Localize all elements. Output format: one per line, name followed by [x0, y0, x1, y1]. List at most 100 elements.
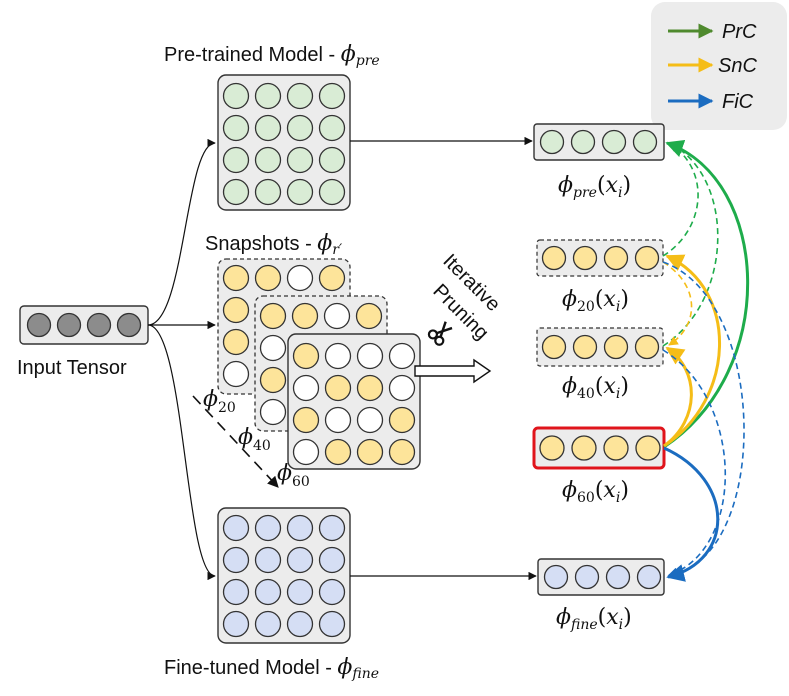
neuron: [86, 312, 112, 338]
legend-prc-label: PrC: [722, 21, 757, 43]
snapshot-stack: [217, 258, 421, 470]
neuron: [574, 564, 600, 590]
neuron: [254, 610, 282, 638]
neuron: [286, 514, 314, 542]
neuron: [318, 114, 346, 142]
output-40: ϕ40(xi): [536, 327, 664, 402]
neuron: [254, 178, 282, 206]
output-pre-neurons: [539, 129, 658, 155]
neuron: [388, 438, 416, 466]
neuron: [286, 610, 314, 638]
snapshot-20-neurons: [222, 264, 346, 388]
snapshot-label-60: ϕ60: [277, 461, 310, 490]
neuron: [324, 342, 352, 370]
neuron: [572, 334, 598, 360]
output-60: ϕ60(xi): [532, 426, 666, 506]
neuron: [259, 366, 287, 394]
output-pre-label: ϕpre(xi): [558, 173, 631, 201]
neuron: [318, 264, 346, 292]
neuron: [254, 82, 282, 110]
neuron: [324, 406, 352, 434]
neuron: [222, 578, 250, 606]
neuron: [259, 302, 287, 330]
output-20-neurons: [541, 245, 660, 271]
neuron: [539, 129, 565, 155]
neuron: [318, 82, 346, 110]
neuron: [601, 129, 627, 155]
neuron: [543, 564, 569, 590]
arrow-input-to-pretrained: [147, 138, 216, 326]
neuron: [222, 328, 250, 356]
neuron: [539, 435, 565, 461]
neuron: [254, 578, 282, 606]
output-40-label: ϕ40(xi): [562, 374, 629, 402]
neuron: [222, 360, 250, 388]
neuron: [259, 398, 287, 426]
arrow-input-to-finetuned: [147, 324, 216, 581]
neuron: [388, 374, 416, 402]
snapshot-label-20: ϕ20: [203, 387, 236, 416]
input-tensor-neurons: [26, 312, 142, 338]
neuron: [632, 129, 658, 155]
neuron: [635, 435, 661, 461]
neuron: [324, 438, 352, 466]
neuron: [634, 245, 660, 271]
neuron: [254, 514, 282, 542]
neuron: [570, 129, 596, 155]
fic-dashed-arc-20: [662, 261, 745, 579]
snc-solid-arc-40: [663, 346, 693, 448]
legend: PrC SnC FiC: [651, 2, 787, 130]
snc-solid-arc-20: [663, 254, 721, 448]
finetuned-title: Fine-tuned Model - ϕfine: [164, 655, 379, 682]
output-20: ϕ20(xi): [536, 239, 664, 315]
neuron: [254, 264, 282, 292]
neuron: [292, 406, 320, 434]
neuron: [388, 342, 416, 370]
output-40-neurons: [541, 334, 660, 360]
neuron: [254, 146, 282, 174]
neuron: [291, 302, 319, 330]
neuron: [286, 546, 314, 574]
neuron: [318, 146, 346, 174]
neuron: [286, 114, 314, 142]
neuron: [222, 114, 250, 142]
neuron: [356, 438, 384, 466]
neuron: [222, 610, 250, 638]
finetuned-model-neurons: [222, 514, 346, 638]
neuron: [572, 245, 598, 271]
neuron: [388, 406, 416, 434]
neuron: [292, 374, 320, 402]
output-fine-neurons: [543, 564, 662, 590]
neuron: [324, 374, 352, 402]
output-60-label: ϕ60(xi): [562, 478, 629, 506]
neuron: [26, 312, 52, 338]
snapshot-progression-arrow: [192, 395, 279, 488]
neuron: [286, 264, 314, 292]
legend-fic-label: FiC: [722, 91, 754, 113]
snapshots-title: Snapshots - ϕr′: [205, 231, 343, 258]
neuron: [222, 178, 250, 206]
output-fine-box: [537, 558, 665, 596]
neuron: [318, 578, 346, 606]
output-pre-box: [533, 123, 665, 161]
neuron: [292, 438, 320, 466]
pretrained-model: [217, 74, 351, 211]
neuron: [56, 312, 82, 338]
prc-dashed-arc-20: [662, 142, 699, 257]
output-20-box: [536, 239, 664, 277]
output-40-box: [536, 327, 664, 367]
neuron: [603, 245, 629, 271]
input-tensor: Input Tensor: [17, 305, 149, 379]
neuron: [259, 334, 287, 362]
neuron: [323, 302, 351, 330]
legend-snc-label: SnC: [718, 55, 757, 77]
neuron: [222, 82, 250, 110]
neuron: [571, 435, 597, 461]
neuron: [356, 406, 384, 434]
fic-dashed-arc-40: [662, 349, 727, 577]
snapshot-60-box: [287, 333, 421, 470]
neuron: [318, 610, 346, 638]
output-fine: ϕfine(xi): [537, 558, 665, 633]
neuron: [541, 334, 567, 360]
snc-dashed-arc: [662, 261, 693, 346]
